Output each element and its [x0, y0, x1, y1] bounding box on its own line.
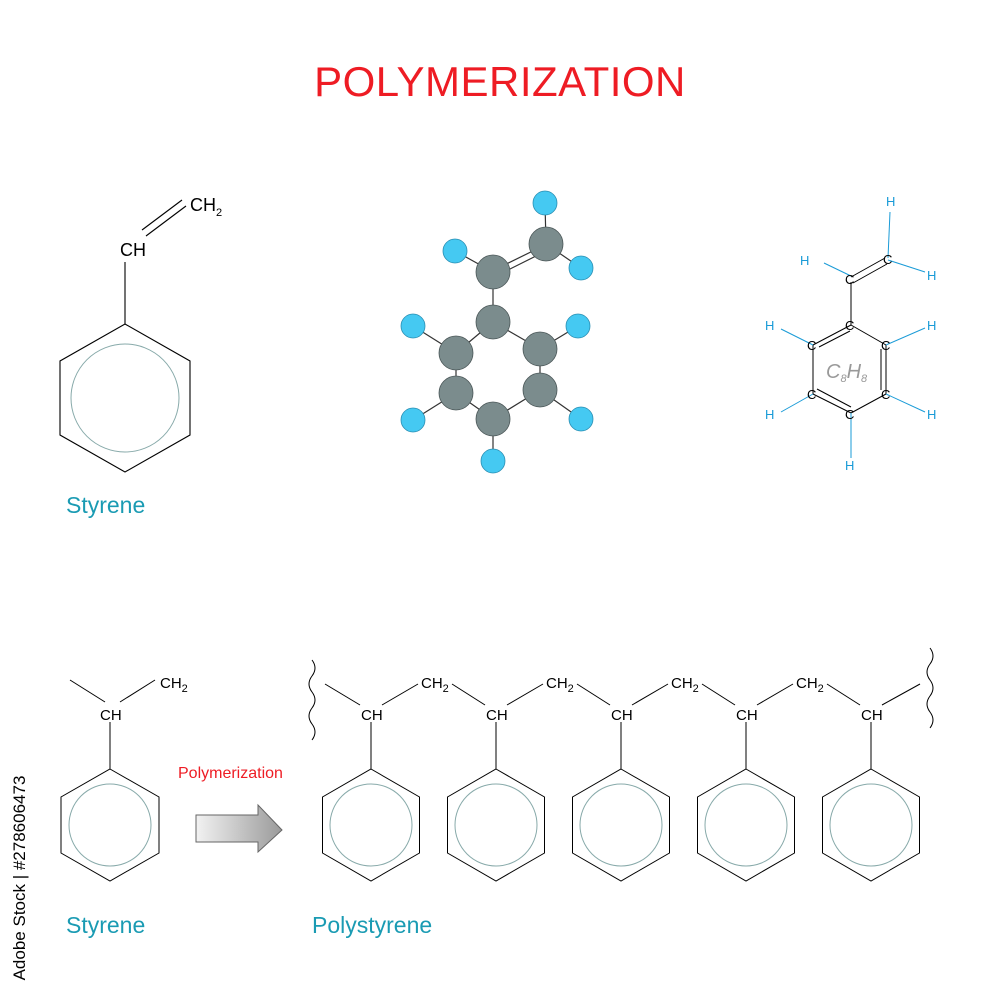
aromatic-circle	[829, 783, 913, 867]
lewis-structure: C C C C C C C C H H H H H H H H C8H8	[765, 194, 936, 473]
polystyrene-chain	[308, 647, 934, 741]
svg-text:C: C	[845, 272, 854, 287]
benzene-ring	[59, 323, 191, 473]
svg-text:C: C	[881, 387, 890, 402]
page-title: POLYMERIZATION	[314, 58, 686, 105]
chain-break-right	[926, 647, 934, 729]
ch-label: CH	[611, 707, 633, 724]
svg-text:CH2: CH2	[160, 675, 188, 695]
ball-stick-model	[400, 190, 594, 474]
ch2-label: CH2	[421, 675, 449, 695]
hydrogen-atom	[442, 238, 468, 264]
stock-id-vertical: Adobe Stock | #278606473	[10, 775, 29, 981]
polymer-repeat-units	[322, 722, 920, 882]
styrene-caption-top: Styrene	[66, 492, 146, 518]
hydrogen-atoms	[400, 190, 594, 474]
double-bond-b	[141, 199, 183, 231]
double-bond-a	[145, 205, 187, 237]
benzene-ring	[822, 768, 920, 882]
ch2-label: CH2	[546, 675, 574, 695]
carbon-atom	[475, 401, 511, 437]
carbon-atom	[475, 304, 511, 340]
svg-text:H: H	[765, 407, 774, 422]
aromatic-circle	[454, 783, 538, 867]
svg-text:H: H	[927, 318, 936, 333]
carbon-atom	[528, 226, 564, 262]
polystyrene-caption: Polystyrene	[312, 912, 433, 938]
styrene-skeletal	[59, 199, 191, 473]
svg-text:C: C	[883, 252, 892, 267]
aromatic-circle	[329, 783, 413, 867]
top-ch-label: CH	[120, 240, 146, 260]
ch-label: CH	[486, 707, 508, 724]
styrene-monomer	[60, 679, 160, 882]
aromatic-circle	[70, 343, 180, 453]
ch-label: CH	[861, 707, 883, 724]
aromatic-circle	[579, 783, 663, 867]
hydrogen-atom	[480, 448, 506, 474]
hydrogen-atom	[400, 407, 426, 433]
svg-text:C: C	[845, 407, 854, 422]
polymerization-arrow-label: Polymerization	[178, 765, 283, 782]
svg-text:H: H	[765, 318, 774, 333]
hydrogen-atom	[565, 313, 591, 339]
molecular-formula: C8H8	[826, 361, 868, 385]
svg-text:CH: CH	[100, 707, 122, 724]
svg-text:C: C	[807, 387, 816, 402]
svg-text:H: H	[845, 458, 854, 473]
reaction-arrow	[195, 803, 283, 854]
hydrogen-atom	[400, 313, 426, 339]
carbon-atom	[522, 331, 558, 367]
svg-text:C: C	[845, 318, 854, 333]
ch-label: CH	[361, 707, 383, 724]
hydrogen-atom	[568, 255, 594, 281]
svg-text:H: H	[800, 253, 809, 268]
hydrogen-atom	[532, 190, 558, 216]
hydrogen-atom	[568, 406, 594, 432]
carbon-atom	[522, 372, 558, 408]
aromatic-circle	[704, 783, 788, 867]
benzene-ring	[447, 768, 545, 882]
svg-text:H: H	[886, 194, 895, 209]
svg-text:C: C	[881, 338, 890, 353]
carbon-atom	[438, 375, 474, 411]
benzene-ring	[322, 768, 420, 882]
ch-label: CH	[736, 707, 758, 724]
top-ch2-label: CH2	[190, 195, 222, 219]
chain-break-left	[308, 659, 316, 741]
svg-text:C: C	[807, 338, 816, 353]
carbon-atom	[475, 254, 511, 290]
benzene-ring	[697, 768, 795, 882]
benzene-ring	[572, 768, 670, 882]
ch2-label: CH2	[796, 675, 824, 695]
svg-text:H: H	[927, 407, 936, 422]
carbon-atoms	[438, 226, 564, 437]
ch2-label: CH2	[671, 675, 699, 695]
carbon-atom	[438, 335, 474, 371]
svg-text:H: H	[927, 268, 936, 283]
styrene-caption-bottom: Styrene	[66, 912, 146, 938]
